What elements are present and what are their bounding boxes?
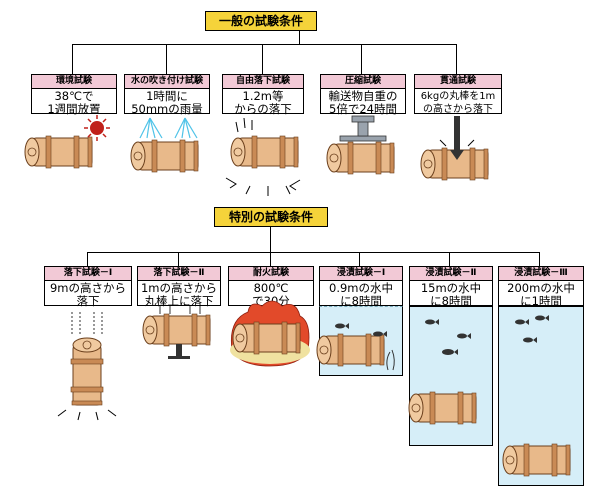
special-conditions-title: 特別の試験条件 [214, 207, 328, 227]
special-branch-5 [449, 252, 450, 266]
test-box-text: 1週間放置 [47, 102, 101, 116]
test-box-text: 丸棒上に落下 [144, 294, 214, 308]
general-branch-5 [456, 44, 457, 74]
test-box-immersion-1: 浸漬試験－Ⅰ 0.9mの水中に8時間 [319, 266, 403, 308]
cask-icon [130, 139, 199, 173]
cask-icon [24, 135, 93, 169]
impact-lines-icon [225, 117, 301, 196]
fish-icon [335, 323, 387, 337]
cask-icon [316, 333, 385, 367]
special-branch-2 [178, 252, 179, 266]
test-box-text: に8時間 [340, 294, 382, 308]
cask-icon [326, 141, 395, 175]
general-branch-3 [262, 44, 263, 74]
impact-lines-icon [57, 409, 117, 421]
special-tree-bar [87, 252, 539, 253]
cask-icon [230, 135, 299, 169]
test-box-text: 1.2m等 [242, 89, 284, 103]
test-box-text: 800℃ [253, 281, 289, 295]
fall-lines-icon [159, 306, 201, 314]
steel-bar-icon [168, 344, 190, 359]
test-box-text: 15mの水中 [420, 281, 482, 295]
test-box-penetration: 貫通試験 6kgの丸棒を1m の高さから落下 [414, 74, 502, 115]
fish-icon [515, 315, 549, 343]
test-box-text: 38℃で [54, 89, 94, 103]
test-box-free-drop: 自由落下試験 1.2m等からの落下 [222, 74, 304, 116]
test-box-text: 50mmの雨量 [131, 102, 203, 116]
test-box-text: 5倍で24時間 [329, 102, 397, 116]
general-tree-bar [72, 44, 456, 45]
test-box-text: に8時間 [430, 294, 472, 308]
general-conditions-title: 一般の試験条件 [205, 11, 317, 31]
test-box-header: 圧縮試験 [321, 75, 405, 89]
test-box-text: 6kgの丸棒を1m [420, 91, 496, 102]
test-box-header: 浸漬試験－Ⅱ [410, 267, 492, 281]
cask-icon [142, 313, 211, 347]
test-box-text: に1時間 [520, 294, 562, 308]
special-branch-4 [359, 252, 360, 266]
vertical-cask-icon [70, 337, 104, 406]
test-box-text: 輸送物自重の [328, 89, 398, 103]
test-box-text: 1mの高さから [140, 281, 218, 295]
special-branch-1 [87, 252, 88, 266]
test-box-fire: 耐火試験 800℃で30分 [228, 266, 314, 308]
special-branch-3 [270, 252, 271, 266]
test-box-header: 自由落下試験 [223, 75, 303, 89]
cask-icon [408, 391, 477, 425]
cask-icon [232, 321, 301, 355]
test-box-drop-2: 落下試験－Ⅱ 1mの高さから丸棒上に落下 [137, 266, 221, 308]
test-box-header: 貫通試験 [415, 75, 501, 89]
test-box-header: 浸漬試験－Ⅲ [499, 267, 583, 281]
test-box-header: 水の吹き付け試験 [125, 75, 209, 89]
cask-icon [502, 443, 571, 477]
test-box-text: の高さから落下 [423, 104, 493, 115]
water-tank-medium [409, 306, 493, 446]
water-spray-icon [139, 117, 198, 139]
test-box-text: 落下 [76, 294, 100, 308]
test-box-text: 0.9mの水中 [329, 281, 393, 295]
test-box-header: 耐火試験 [229, 267, 313, 281]
general-branch-4 [361, 44, 362, 74]
special-tree-stem [270, 225, 271, 252]
steel-bar-icon [439, 116, 475, 160]
general-tree-stem [299, 29, 300, 44]
special-branch-6 [539, 252, 540, 266]
test-box-header: 環境試験 [32, 75, 116, 89]
test-box-text: からの落下 [234, 102, 292, 116]
test-box-text: 9mの高さから [49, 281, 127, 295]
test-box-header: 落下試験－Ⅱ [138, 267, 220, 281]
fish-icon [425, 319, 471, 355]
seaweed-icon [386, 349, 395, 371]
test-box-text: 200mの水中 [507, 281, 575, 295]
test-box-header: 浸漬試験－Ⅰ [320, 267, 402, 281]
sun-icon [84, 115, 110, 141]
general-branch-2 [166, 44, 167, 74]
test-box-immersion-3: 浸漬試験－Ⅲ 200mの水中に1時間 [498, 266, 584, 308]
test-box-header: 落下試験－Ⅰ [45, 267, 131, 281]
general-branch-1 [72, 44, 73, 74]
press-icon [339, 115, 387, 142]
test-box-drop-1: 落下試験－Ⅰ 9mの高さから落下 [44, 266, 132, 308]
fall-lines-icon [71, 312, 103, 336]
test-box-text: 1時間に [146, 89, 188, 103]
test-box-immersion-2: 浸漬試験－Ⅱ 15mの水中に8時間 [409, 266, 493, 308]
